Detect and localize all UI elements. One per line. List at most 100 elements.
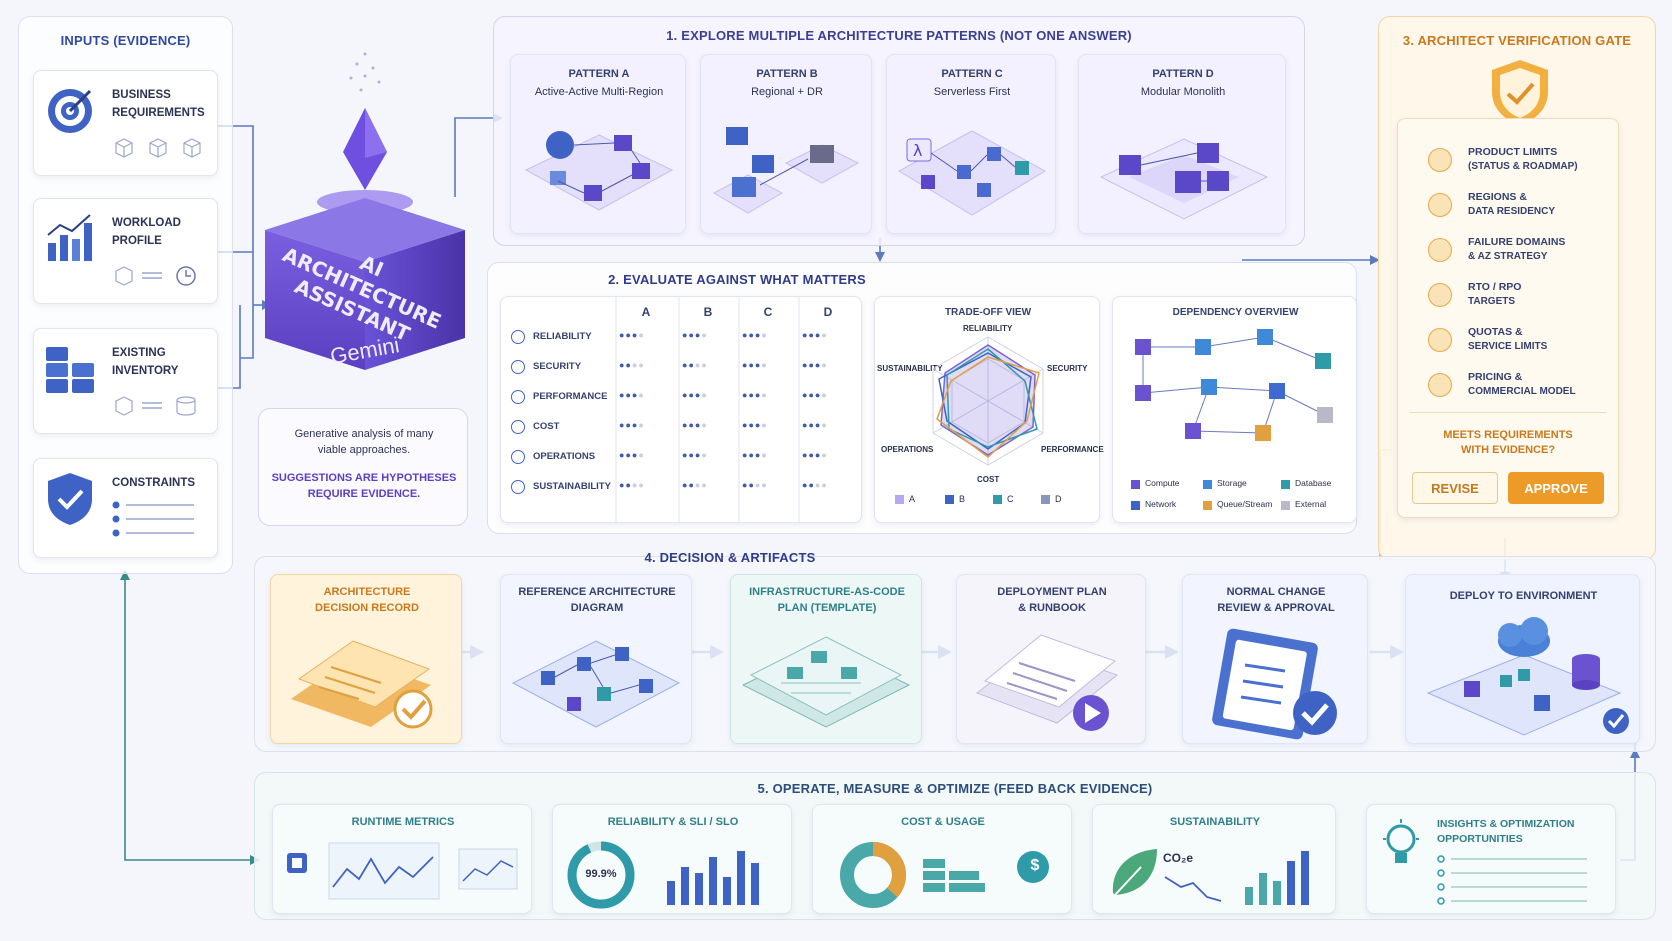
gate-item-line2: SERVICE LIMITS xyxy=(1468,341,1548,352)
server-stack-icon xyxy=(46,347,94,393)
matrix-grid xyxy=(615,297,800,524)
pattern-a-card[interactable]: PATTERN A Active-Active Multi-Region xyxy=(510,54,686,234)
gate-check-item: PRICING &COMMERCIAL MODEL xyxy=(1428,369,1608,407)
reliability-slo-card[interactable]: RELIABILITY & SLI / SLO 99.9% xyxy=(552,804,792,914)
pattern-d-card[interactable]: PATTERN D Modular Monolith xyxy=(1078,54,1286,234)
gate-item-line1: RTO / RPO xyxy=(1468,281,1522,293)
operate-item-label: RELIABILITY & SLI / SLO xyxy=(607,816,739,828)
database-icon xyxy=(115,396,196,416)
score-dots: ●●●● xyxy=(742,420,768,430)
cloud-deploy-icon xyxy=(1426,617,1629,736)
legend-database: Database xyxy=(1295,478,1332,488)
gate-item-line2: TARGETS xyxy=(1468,296,1516,307)
bar-chart-icon xyxy=(47,214,92,261)
criteria-icon xyxy=(511,420,525,434)
criteria-label: RELIABILITY xyxy=(533,331,592,342)
evaluate-title: 2. EVALUATE AGAINST WHAT MATTERS xyxy=(608,272,866,287)
legend-d: D xyxy=(1055,494,1062,504)
axis-operations: OPERATIONS xyxy=(881,445,934,454)
revise-button[interactable]: REVISE xyxy=(1412,472,1498,504)
pattern-c-card[interactable]: PATTERN C Serverless First λ xyxy=(886,54,1056,234)
score-dots: ●●●● xyxy=(802,450,828,460)
gate-check-item: FAILURE DOMAINS& AZ STRATEGY xyxy=(1428,234,1608,272)
score-dots: ●●●● xyxy=(682,360,708,370)
approve-button[interactable]: APPROVE xyxy=(1508,472,1604,504)
insights-line1: INSIGHTS & OPTIMIZATION xyxy=(1437,818,1575,830)
iac-plan-card[interactable]: INFRASTRUCTURE-AS-CODE PLAN (TEMPLATE) xyxy=(730,574,922,744)
artifact-line2: DIAGRAM xyxy=(570,602,624,614)
gate-check-item: PRODUCT LIMITS (STATUS & ROADMAP) xyxy=(1428,144,1608,182)
score-dots: ●●●● xyxy=(619,420,645,430)
deploy-environment-card[interactable]: DEPLOY TO ENVIRONMENT xyxy=(1405,574,1640,744)
axis-cost: COST xyxy=(977,475,1000,484)
criteria-row: PERFORMANCE●●●●●●●●●●●●●●●● xyxy=(501,387,863,411)
gate-item-line1: FAILURE DOMAINS xyxy=(1468,236,1566,248)
adr-card[interactable]: ARCHITECTURE DECISION RECORD xyxy=(270,574,462,744)
axis-reliability: RELIABILITY xyxy=(963,324,1013,333)
gate-item-line2: COMMERCIAL MODEL xyxy=(1468,386,1576,397)
score-dots: ●●●● xyxy=(742,390,768,400)
artifact-line2: & RUNBOOK xyxy=(1018,602,1086,614)
legend-external: External xyxy=(1295,499,1327,509)
artifact-line1: REFERENCE ARCHITECTURE xyxy=(518,586,676,598)
insights-card[interactable]: INSIGHTS & OPTIMIZATION OPPORTUNITIES xyxy=(1366,804,1616,914)
criteria-row: OPERATIONS●●●●●●●●●●●●●●●● xyxy=(501,447,863,471)
tradeoff-view: TRADE-OFF VIEW RELIABILITY SECURITY PERF… xyxy=(874,296,1104,523)
insights-line2: OPPORTUNITIES xyxy=(1437,833,1523,845)
legend-network: Network xyxy=(1145,499,1177,509)
score-dots: ●●●● xyxy=(802,360,828,370)
gate-item-line2: (STATUS & ROADMAP) xyxy=(1468,161,1578,172)
change-review-card[interactable]: NORMAL CHANGE REVIEW & APPROVAL xyxy=(1182,574,1368,744)
score-dots: ●●●● xyxy=(682,480,708,490)
score-dots: ●●●● xyxy=(742,360,768,370)
input-workload-profile[interactable]: WORKLOAD PROFILE xyxy=(33,198,218,304)
legend-a: A xyxy=(909,494,916,504)
gate-item-icon xyxy=(1428,328,1452,352)
gate-item-icon xyxy=(1428,148,1452,172)
artifact-line2: DECISION RECORD xyxy=(315,602,419,614)
shield-check-icon xyxy=(48,473,92,525)
col-b: B xyxy=(703,305,713,319)
col-d: D xyxy=(823,305,833,319)
input-label-1: BUSINESS xyxy=(112,89,171,101)
axis-sustainability: SUSTAINABILITY xyxy=(877,364,943,373)
pattern-name: PATTERN A xyxy=(568,68,630,80)
operate-item-label: RUNTIME METRICS xyxy=(351,816,455,828)
input-business-requirements[interactable]: BUSINESS REQUIREMENTS xyxy=(33,70,218,176)
criteria-icon xyxy=(511,330,525,344)
input-label-1: EXISTING xyxy=(112,347,166,359)
pattern-name: PATTERN C xyxy=(941,68,1003,80)
gate-item-icon xyxy=(1428,283,1452,307)
input-existing-inventory[interactable]: EXISTING INVENTORY xyxy=(33,328,218,434)
deployment-plan-card[interactable]: DEPLOYMENT PLAN & RUNBOOK xyxy=(956,574,1146,744)
decision-title: 4. DECISION & ARTIFACTS xyxy=(644,550,816,565)
input-label-2: PROFILE xyxy=(112,235,162,247)
clipboard-approval-icon xyxy=(1212,628,1337,740)
reference-diagram-card[interactable]: REFERENCE ARCHITECTURE DIAGRAM xyxy=(500,574,692,744)
col-c: C xyxy=(763,305,773,319)
slo-value: 99.9% xyxy=(585,868,617,880)
architecture-diagram-icon xyxy=(511,640,681,728)
input-constraints[interactable]: CONSTRAINTS xyxy=(33,458,218,558)
gate-check-item: RTO / RPO TARGETS xyxy=(1428,279,1608,317)
gate-title: 3. ARCHITECT VERIFICATION GATE xyxy=(1402,33,1632,48)
sustainability-card[interactable]: SUSTAINABILITY CO₂e xyxy=(1092,804,1336,914)
score-dots: ●●●● xyxy=(619,390,645,400)
pattern-b-card[interactable]: PATTERN B Regional + DR xyxy=(700,54,872,234)
input-label-2: REQUIREMENTS xyxy=(112,107,205,119)
criteria-label: PERFORMANCE xyxy=(533,391,608,402)
cost-usage-card[interactable]: COST & USAGE $ xyxy=(812,804,1072,914)
input-label-1: CONSTRAINTS xyxy=(112,477,196,489)
modular-monolith-icon xyxy=(1099,138,1269,220)
input-label-2: INVENTORY xyxy=(112,365,179,377)
artifact-line2: PLAN (TEMPLATE) xyxy=(777,602,877,614)
gate-item-line1: PRODUCT LIMITS xyxy=(1468,146,1558,158)
gate-question-1: MEETS REQUIREMENTS xyxy=(1443,429,1573,441)
pattern-desc: Modular Monolith xyxy=(1140,86,1226,98)
criteria-icon xyxy=(511,450,525,464)
legend-c: C xyxy=(1007,494,1014,504)
criteria-icon xyxy=(511,390,525,404)
artifact-line1: ARCHITECTURE xyxy=(323,586,411,598)
cube-icons xyxy=(115,138,201,158)
runtime-metrics-card[interactable]: RUNTIME METRICS xyxy=(272,804,532,914)
